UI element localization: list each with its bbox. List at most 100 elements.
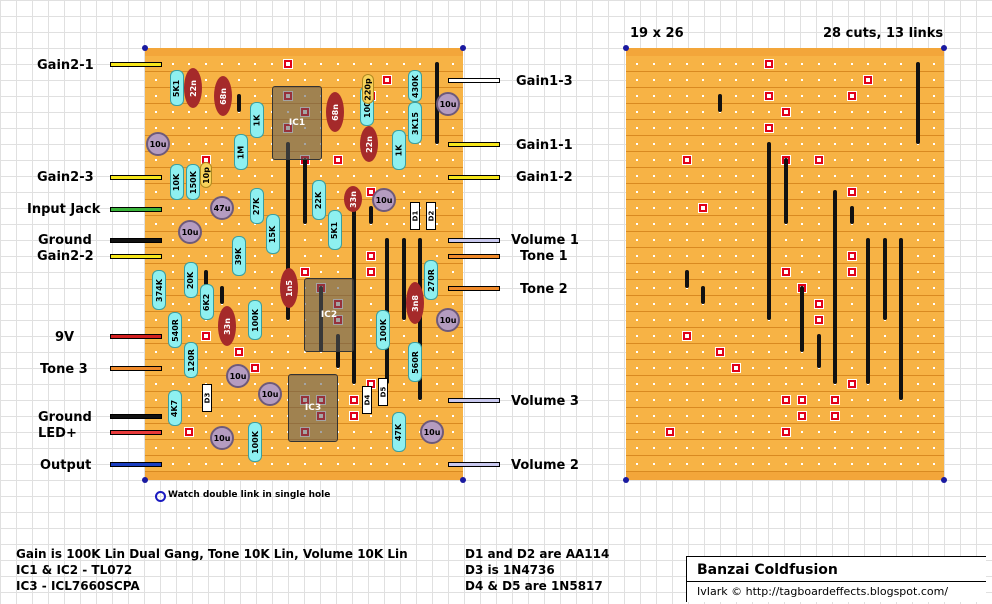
diode-d3: D3 [202, 384, 212, 412]
corner-dot [941, 477, 947, 483]
strip-hole [702, 367, 704, 369]
strip-hole [900, 191, 902, 193]
strip-hole [652, 447, 655, 449]
strip-hole [867, 95, 869, 97]
strip-hole [303, 351, 306, 353]
strip-hole [801, 351, 803, 353]
strip-hole [718, 191, 721, 193]
note-ic3: IC3 - ICL7660SCPA [16, 579, 140, 593]
strip-hole [735, 255, 737, 257]
strip-hole [751, 335, 754, 337]
strip-hole [801, 239, 803, 241]
wire-gain2-2 [110, 254, 162, 259]
resistor: 100K [248, 422, 262, 462]
strip-hole [221, 351, 223, 353]
strip-hole [883, 223, 886, 225]
strip-hole [916, 351, 919, 353]
strip-hole [419, 415, 421, 417]
track-cut [846, 187, 857, 197]
strip-hole [188, 415, 190, 417]
strip-hole [768, 463, 770, 465]
strip-hole [916, 431, 919, 433]
strip-hole [155, 319, 157, 321]
strip-hole [171, 303, 174, 305]
strip-hole [933, 303, 935, 305]
strip-hole [435, 255, 438, 257]
strip-hole [435, 303, 438, 305]
strip-hole [287, 367, 289, 369]
strip-hole [817, 399, 820, 401]
strip-hole [834, 111, 836, 113]
strip-hole [270, 127, 273, 129]
strip-hole [435, 399, 438, 401]
strip-hole [751, 303, 754, 305]
strip-hole [850, 223, 853, 225]
strip-hole [188, 63, 190, 65]
resistor: 1K [392, 130, 406, 170]
strip-hole [221, 303, 223, 305]
strip-hole [883, 431, 886, 433]
strip-hole [386, 223, 388, 225]
strip-hole [933, 335, 935, 337]
strip-hole [916, 287, 919, 289]
strip-hole [402, 79, 405, 81]
strip-hole [419, 463, 421, 465]
strip-hole [834, 159, 836, 161]
strip-hole [883, 383, 886, 385]
ceramic-capacitor: 10p [200, 162, 212, 188]
strip-hole [386, 127, 388, 129]
film-capacitor: 68n [326, 92, 344, 132]
strip-hole [221, 223, 223, 225]
wire-link [236, 94, 241, 112]
wire-link [220, 286, 224, 304]
wire-tone-2 [448, 286, 500, 291]
strip-hole [883, 159, 886, 161]
strip-hole [435, 415, 438, 417]
strip-hole [867, 463, 869, 465]
offboard-label-gain1-1: Gain1-1 [516, 138, 573, 153]
strip-hole [883, 335, 886, 337]
strip-hole [221, 271, 223, 273]
strip-hole [270, 351, 273, 353]
strip-hole [303, 239, 306, 241]
electrolytic-capacitor: 10u [146, 132, 170, 156]
wire-gain2-1 [110, 62, 162, 67]
strip-hole [685, 399, 688, 401]
strip-hole [669, 463, 671, 465]
strip-hole [933, 383, 935, 385]
strip-hole [933, 223, 935, 225]
strip-hole [336, 191, 339, 193]
strip-hole [933, 319, 935, 321]
strip-hole [801, 159, 803, 161]
strip-hole [221, 127, 223, 129]
strip-hole [850, 463, 853, 465]
strip-hole [353, 63, 355, 65]
strip-hole [369, 463, 372, 465]
strip-hole [916, 143, 919, 145]
strip-hole [718, 303, 721, 305]
strip-hole [735, 239, 737, 241]
strip-hole [751, 415, 754, 417]
strip-hole [353, 431, 355, 433]
strip-hole [287, 463, 289, 465]
strip-hole [900, 143, 902, 145]
wire-link [767, 142, 771, 320]
strip-hole [784, 95, 787, 97]
wire-link [882, 238, 887, 320]
strip-hole [702, 159, 704, 161]
strip-hole [718, 383, 721, 385]
strip-hole [817, 415, 820, 417]
strip-hole [652, 271, 655, 273]
strip-hole [652, 463, 655, 465]
strip-hole [702, 447, 704, 449]
strip-hole [768, 447, 770, 449]
film-capacitor: 33n [218, 306, 236, 346]
strip-hole [718, 63, 721, 65]
strip-hole [155, 399, 157, 401]
wire-gain1-3 [448, 78, 500, 83]
wire-link [701, 286, 705, 304]
strip-hole [933, 175, 935, 177]
strip-hole [735, 287, 737, 289]
strip-hole [636, 127, 638, 129]
strip-hole [221, 239, 223, 241]
